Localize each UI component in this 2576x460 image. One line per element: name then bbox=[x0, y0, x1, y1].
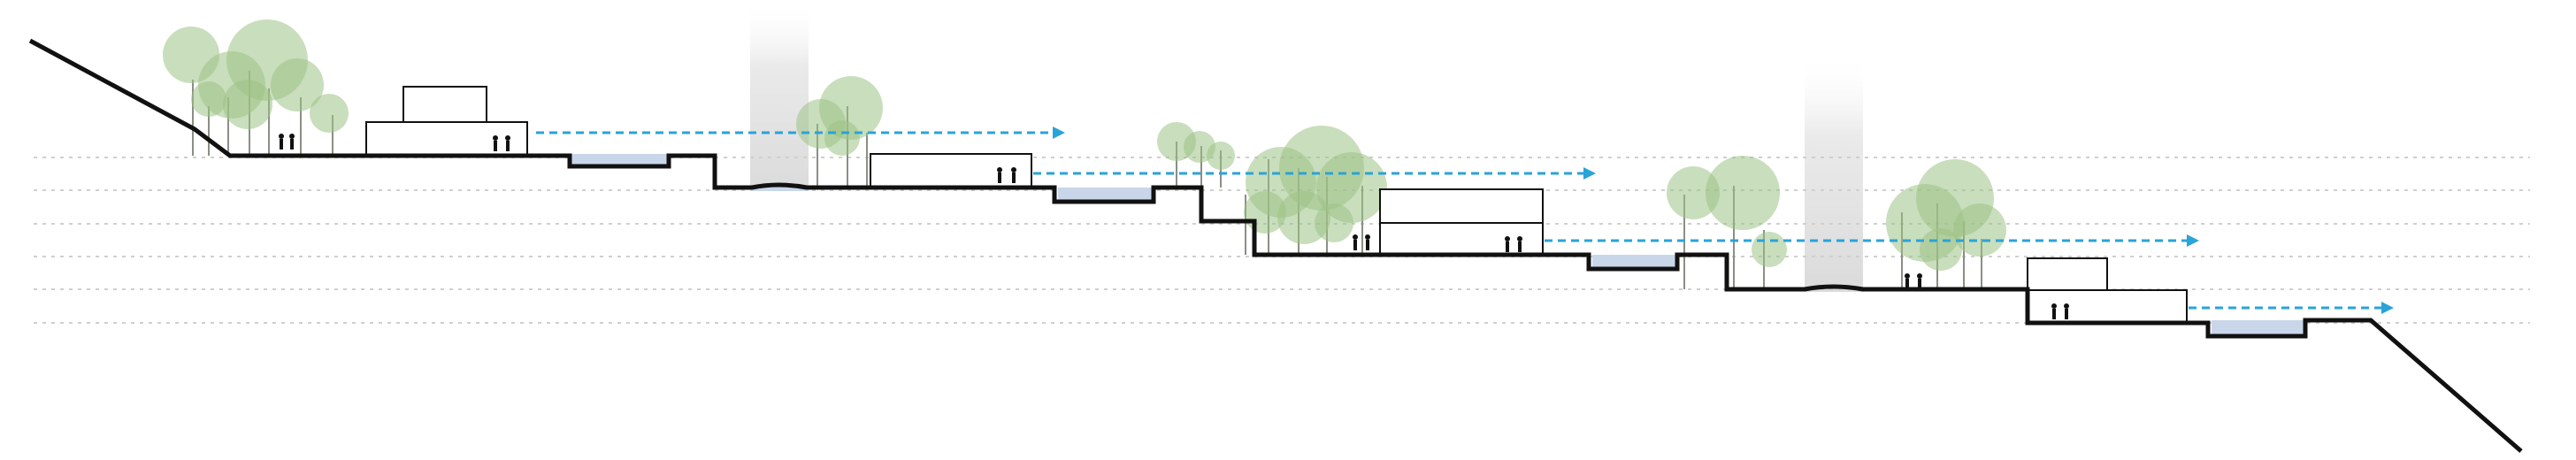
pavilion-3 bbox=[1379, 188, 1544, 224]
person-figure-icon bbox=[2051, 303, 2057, 319]
water-pool bbox=[571, 154, 668, 165]
water-pool bbox=[750, 186, 809, 191]
arrow-right-icon bbox=[1033, 167, 1596, 180]
person-figure-icon bbox=[1011, 167, 1016, 183]
water-pool bbox=[1058, 188, 1154, 200]
water-pool bbox=[2212, 320, 2304, 334]
person-figure-icon bbox=[289, 134, 295, 150]
tree-icon bbox=[163, 19, 349, 156]
tree-icon bbox=[1667, 156, 1787, 289]
pavilion-4 bbox=[2027, 257, 2108, 291]
light-shaft bbox=[750, 0, 809, 190]
arrow-right-icon bbox=[2189, 302, 2394, 314]
people bbox=[279, 134, 2069, 319]
tree-groves bbox=[163, 19, 2006, 289]
pavilion-upper bbox=[402, 86, 487, 123]
person-figure-icon bbox=[505, 135, 510, 151]
water-pool bbox=[1592, 255, 1675, 267]
tree-icon bbox=[796, 76, 883, 188]
tree-icon bbox=[1157, 122, 1387, 255]
person-figure-icon bbox=[1365, 234, 1370, 250]
pavilion-1 bbox=[365, 121, 528, 157]
person-figure-icon bbox=[1917, 273, 1922, 288]
person-figure-icon bbox=[279, 134, 284, 150]
person-figure-icon bbox=[997, 167, 1002, 183]
person-figure-icon bbox=[2064, 303, 2069, 319]
water-pools bbox=[571, 154, 2304, 334]
person-figure-icon bbox=[1517, 236, 1522, 252]
arrow-right-icon bbox=[536, 126, 1065, 139]
person-figure-icon bbox=[493, 135, 498, 151]
person-figure-icon bbox=[1505, 236, 1510, 252]
pavilion-4-lower bbox=[2027, 289, 2188, 324]
light-shaft bbox=[1805, 53, 1863, 292]
person-figure-icon bbox=[1905, 273, 1910, 288]
arrow-right-icon bbox=[1545, 234, 2199, 247]
buildings bbox=[365, 86, 2188, 324]
flow-arrows bbox=[536, 126, 2394, 314]
tree-icon bbox=[1886, 159, 2006, 289]
light-shafts bbox=[750, 0, 1863, 292]
person-figure-icon bbox=[1353, 234, 1358, 250]
pavilion-2 bbox=[870, 153, 1032, 188]
ground-profile bbox=[28, 38, 2523, 453]
